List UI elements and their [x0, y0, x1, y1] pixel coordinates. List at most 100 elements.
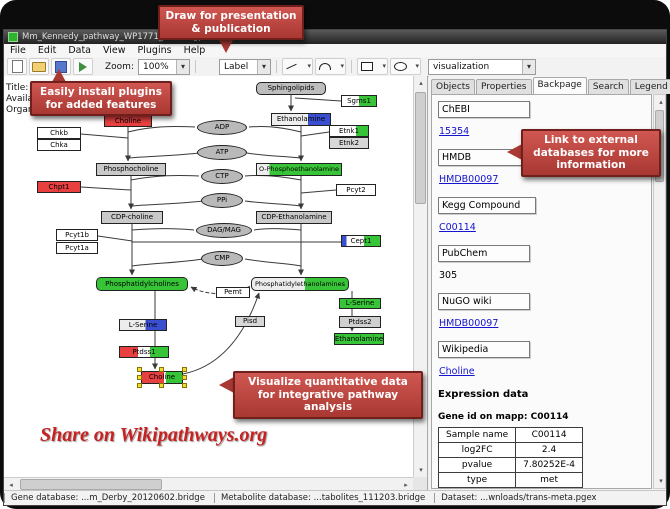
- table-cell: 2.4: [515, 442, 584, 458]
- rectangle-icon: [360, 62, 373, 71]
- gene-id-line: Gene id on mapp: C00114: [438, 412, 569, 422]
- drawing-board[interactable]: Sphingolipids Sgms1 Choline Chkb Chka AD…: [7, 76, 413, 477]
- hmdb-link[interactable]: HMDB00097: [439, 174, 499, 185]
- visualization-combobox[interactable]: visualization: [428, 59, 536, 75]
- rect-tool-button[interactable]: [356, 58, 388, 75]
- node-chkb[interactable]: Chkb: [37, 127, 81, 139]
- nugo-link[interactable]: HMDB00097: [439, 318, 499, 329]
- selected-node-wrapper[interactable]: Choline: [137, 367, 187, 388]
- wikipedia-link[interactable]: Choline: [439, 366, 475, 377]
- node-adp[interactable]: ADP: [197, 120, 247, 135]
- scroll-up-arrow[interactable]: [654, 95, 668, 109]
- node-sphingolipids[interactable]: Sphingolipids: [256, 82, 326, 95]
- node-pcyt2[interactable]: Pcyt2: [336, 184, 376, 196]
- node-cmp[interactable]: CMP: [201, 251, 243, 266]
- pathway-canvas[interactable]: Title: Availa Organ: [4, 76, 428, 491]
- node-ethanolamine-bottom[interactable]: Ethanolamine: [334, 333, 384, 345]
- menubar: File Edit Data View Plugins Help: [4, 44, 666, 58]
- node-choline[interactable]: Choline: [104, 115, 152, 127]
- node-chka[interactable]: Chka: [37, 139, 81, 151]
- arc-tool-button[interactable]: [314, 58, 346, 75]
- arc-icon: [318, 63, 331, 70]
- callout-plugins: Easily install plugins for added feature…: [30, 81, 172, 117]
- toolbar: Zoom: 100% Label visualization: [4, 57, 666, 77]
- node-cdp-choline[interactable]: CDP-choline: [101, 211, 163, 224]
- tab-search[interactable]: Search: [587, 79, 629, 94]
- pathway-title-label: Title:: [6, 83, 29, 93]
- table-cell: pvalue: [437, 457, 517, 473]
- node-l-serine-left[interactable]: L-Serine: [119, 319, 167, 331]
- tab-legend[interactable]: Legend: [629, 79, 670, 94]
- node-l-serine-right[interactable]: L-Serine: [339, 298, 381, 309]
- selection-handle[interactable]: [159, 367, 164, 372]
- canvas-horizontal-scrollbar[interactable]: [4, 477, 413, 491]
- callout-pointer: [507, 144, 522, 160]
- selection-handle[interactable]: [182, 383, 187, 388]
- menu-view[interactable]: View: [103, 45, 126, 56]
- node-pcyt1b[interactable]: Pcyt1b: [56, 229, 98, 241]
- node-pisd[interactable]: Pisd: [235, 316, 265, 327]
- new-file-button[interactable]: [7, 58, 27, 75]
- node-cdp-ethanolamine[interactable]: CDP-Ethanolamine: [256, 211, 332, 224]
- tab-backpage[interactable]: Backpage: [532, 77, 587, 94]
- statusbar: Gene database: ...m_Derby_20120602.bridg…: [4, 490, 666, 505]
- selection-handle[interactable]: [137, 383, 142, 388]
- kegg-link[interactable]: C00114: [439, 222, 476, 233]
- node-etnk2[interactable]: Etnk2: [329, 137, 369, 149]
- selection-handle[interactable]: [159, 383, 164, 388]
- node-cept1[interactable]: Cept1: [341, 235, 381, 247]
- titlebar[interactable]: Mm_Kennedy_pathway_WP1771_45176.gpml: [4, 30, 666, 44]
- zoom-combobox[interactable]: 100%: [137, 58, 190, 75]
- oval-icon: [393, 62, 407, 71]
- node-ptdss2[interactable]: Ptdss2: [339, 316, 381, 328]
- table-row: log2FC 2.4: [437, 442, 584, 458]
- node-dag-mag[interactable]: DAG/MAG: [196, 223, 252, 238]
- node-pcyt1a[interactable]: Pcyt1a: [56, 242, 98, 254]
- scroll-thumb[interactable]: [20, 479, 162, 490]
- node-phosphatidylethanolamines[interactable]: Phosphatidylethanolamines: [251, 277, 349, 291]
- menu-help[interactable]: Help: [183, 45, 206, 56]
- node-ethanolamine[interactable]: Ethanolamine: [271, 113, 331, 126]
- node-o-phosphoethanolamine[interactable]: O-Phosphoethanolamine: [256, 163, 342, 176]
- line-tool-button[interactable]: [281, 58, 313, 75]
- menu-data[interactable]: Data: [68, 45, 91, 56]
- backpage-section-nugo: NuGO wiki HMDB00097: [438, 293, 645, 329]
- open-file-button[interactable]: [29, 58, 49, 75]
- node-ptdss1[interactable]: Ptdss1: [119, 346, 169, 358]
- tab-objects[interactable]: Objects: [431, 79, 476, 94]
- table-cell: C00114: [515, 427, 584, 443]
- oval-tool-button[interactable]: [389, 58, 421, 75]
- menu-edit[interactable]: Edit: [37, 45, 57, 56]
- scroll-down-arrow[interactable]: [414, 463, 428, 477]
- node-ppi[interactable]: PPi: [201, 193, 243, 208]
- kegg-header: Kegg Compound: [438, 197, 536, 214]
- table-cell: met: [515, 472, 584, 488]
- node-sgms1[interactable]: Sgms1: [341, 95, 377, 107]
- node-phosphatidylcholines[interactable]: Phosphatidylcholines: [96, 277, 188, 291]
- node-atp[interactable]: ATP: [197, 145, 247, 160]
- table-row: type met: [437, 472, 584, 488]
- node-phosphocholine[interactable]: Phosphocholine: [96, 163, 166, 176]
- line-icon: [286, 63, 297, 70]
- selection-handle[interactable]: [137, 367, 142, 372]
- node-ctp[interactable]: CTP: [201, 169, 243, 184]
- chebi-link[interactable]: 15354: [439, 126, 470, 137]
- menu-plugins[interactable]: Plugins: [137, 45, 172, 56]
- node-etnk1[interactable]: Etnk1: [329, 125, 369, 137]
- table-row: Sample name C00114: [437, 427, 584, 443]
- menu-file[interactable]: File: [10, 45, 26, 56]
- selection-handle[interactable]: [137, 375, 142, 380]
- selection-handle[interactable]: [182, 367, 187, 372]
- label-tool-combobox[interactable]: Label: [218, 58, 271, 75]
- selection-handle[interactable]: [182, 375, 187, 380]
- tab-properties[interactable]: Properties: [476, 79, 532, 94]
- node-chpt1[interactable]: Chpt1: [37, 181, 81, 193]
- status-dataset: Dataset: ...wnloads/trans-meta.pgex: [434, 493, 605, 503]
- export-button[interactable]: [73, 58, 93, 75]
- wikipedia-header: Wikipedia: [438, 341, 530, 358]
- new-file-icon: [11, 60, 23, 73]
- scroll-down-arrow[interactable]: [654, 474, 668, 488]
- scroll-thumb[interactable]: [415, 92, 426, 204]
- node-pemt[interactable]: Pemt: [216, 287, 250, 298]
- scroll-up-arrow[interactable]: [414, 76, 428, 90]
